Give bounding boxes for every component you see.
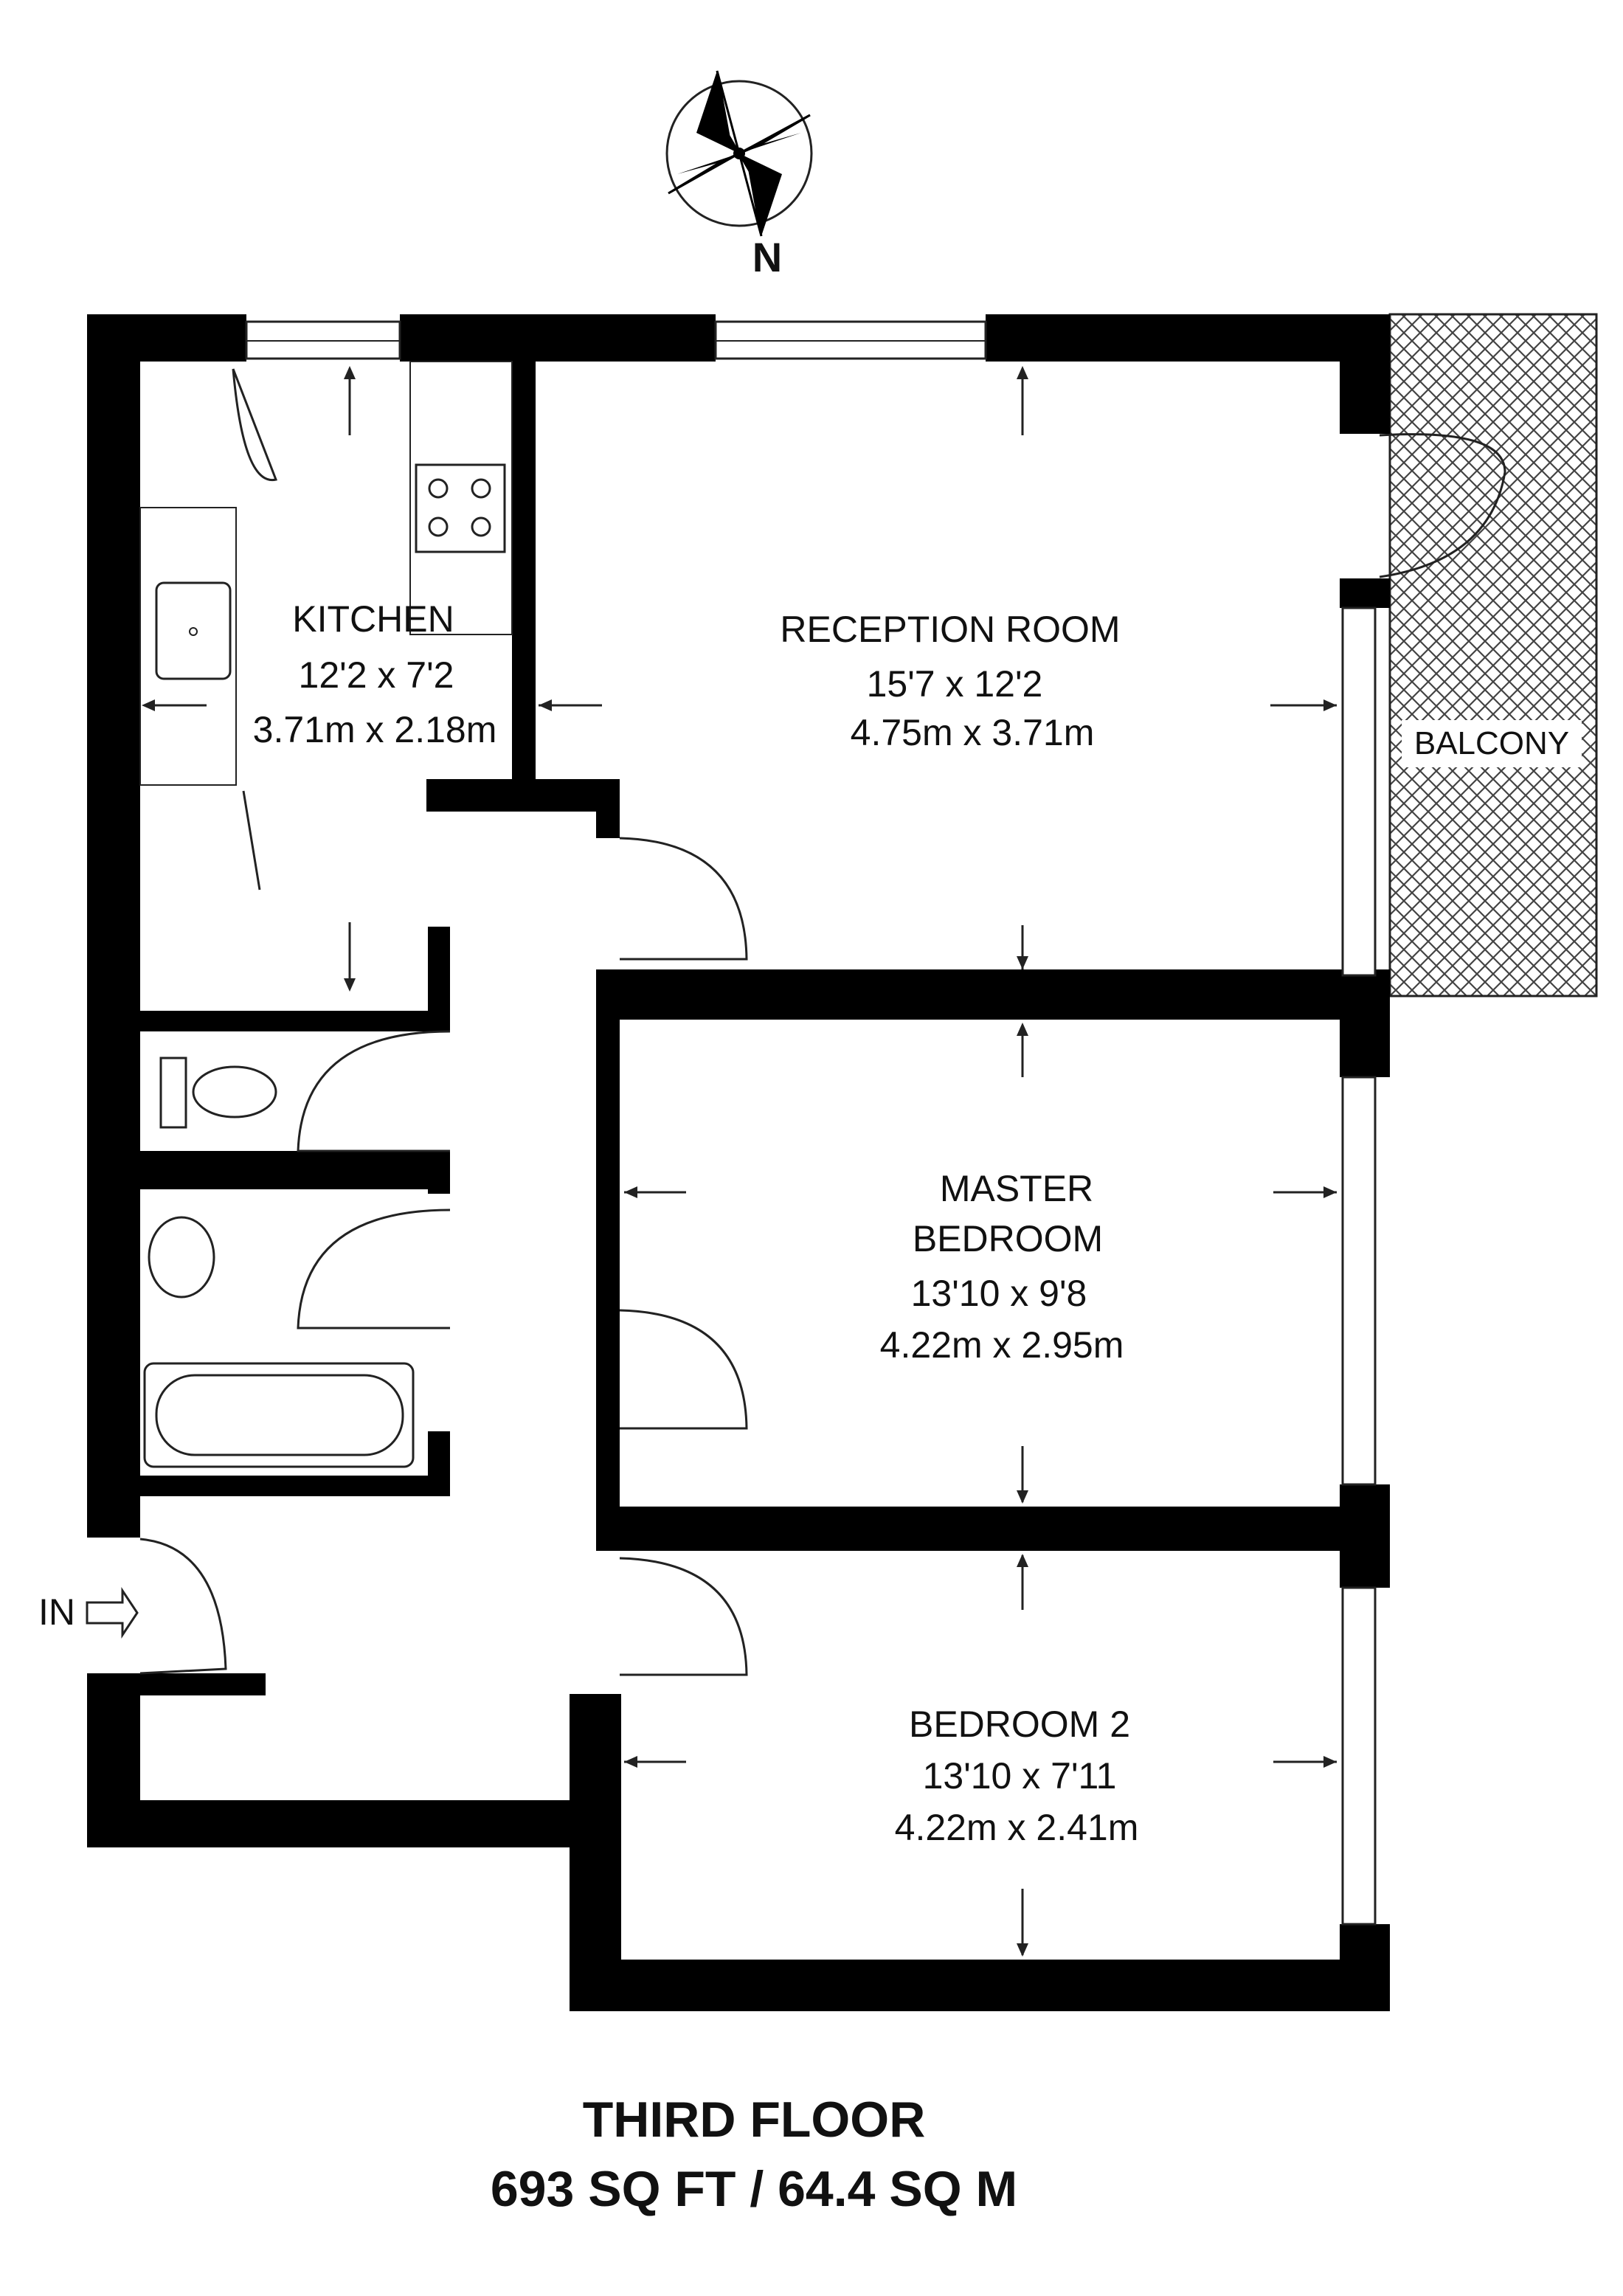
balcony-area bbox=[1388, 313, 1598, 997]
room-kitchen: KITCHEN 12'2 x 7'2 3.71m x 2.18m bbox=[253, 598, 497, 750]
kitchen-name: KITCHEN bbox=[292, 598, 454, 640]
balcony-label: BALCONY bbox=[1414, 725, 1569, 761]
entrance-arrow-icon bbox=[86, 1587, 139, 1639]
room-reception: RECEPTION ROOM 15'7 x 12'2 4.75m x 3.71m bbox=[780, 609, 1120, 753]
toilet-icon bbox=[192, 1065, 277, 1118]
reception-imperial: 15'7 x 12'2 bbox=[867, 663, 1043, 705]
door-swings bbox=[139, 368, 748, 1676]
kitchen-imperial: 12'2 x 7'2 bbox=[299, 654, 454, 696]
fixtures bbox=[139, 361, 513, 1468]
master-name-line1: MASTER bbox=[940, 1168, 1093, 1209]
windows bbox=[245, 320, 1377, 1926]
room-master-bedroom: MASTER BEDROOM 13'10 x 9'8 4.22m x 2.95m bbox=[880, 1168, 1124, 1366]
entrance-label: IN bbox=[38, 1591, 75, 1633]
floor-title: THIRD FLOOR bbox=[583, 2092, 926, 2148]
kitchen-metric: 3.71m x 2.18m bbox=[253, 709, 497, 750]
room-bedroom-2: BEDROOM 2 13'10 x 7'11 4.22m x 2.41m bbox=[895, 1704, 1139, 1848]
compass-icon bbox=[665, 70, 813, 237]
master-name-line2: BEDROOM bbox=[913, 1218, 1103, 1259]
floor-area: 693 SQ FT / 64.4 SQ M bbox=[491, 2161, 1017, 2217]
bedroom2-name: BEDROOM 2 bbox=[909, 1704, 1130, 1745]
compass-north-label: N bbox=[752, 234, 782, 280]
bedroom2-metric: 4.22m x 2.41m bbox=[895, 1807, 1139, 1848]
reception-name: RECEPTION ROOM bbox=[780, 609, 1120, 650]
dimension-arrows bbox=[142, 366, 1337, 1957]
master-imperial: 13'10 x 9'8 bbox=[911, 1273, 1087, 1314]
walls bbox=[87, 314, 1390, 2011]
bedroom2-imperial: 13'10 x 7'11 bbox=[923, 1755, 1117, 1797]
reception-metric: 4.75m x 3.71m bbox=[851, 712, 1095, 753]
hob-icon bbox=[415, 463, 506, 553]
bath-icon bbox=[143, 1362, 415, 1468]
master-metric: 4.22m x 2.95m bbox=[880, 1324, 1124, 1366]
basin-icon bbox=[148, 1216, 215, 1299]
